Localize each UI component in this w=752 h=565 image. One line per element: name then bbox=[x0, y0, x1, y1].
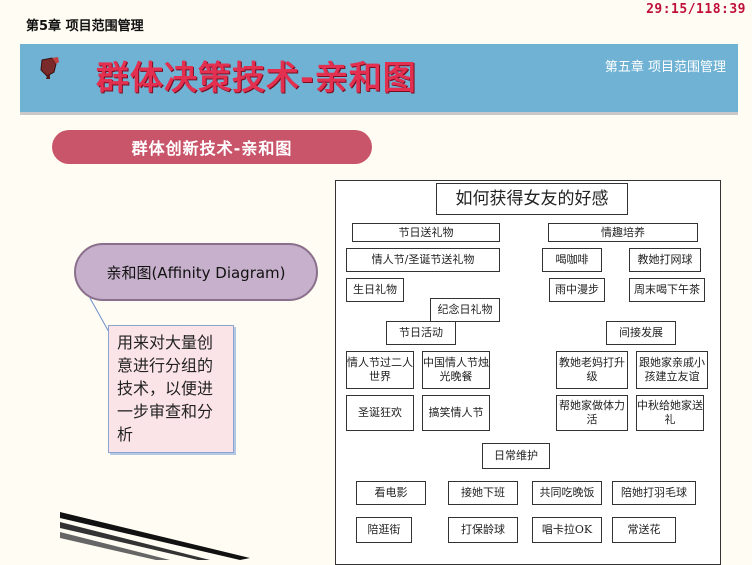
definition-box: 用来对大量创意进行分组的技术，以便进一步审查和分析 bbox=[108, 325, 234, 453]
node-anniversary-gift: 纪念日礼物 bbox=[430, 298, 500, 322]
node-holiday-activities: 节日活动 bbox=[386, 321, 456, 345]
node-mom-upgrade: 教她老妈打升级 bbox=[556, 351, 628, 389]
section-heading: 群体创新技术-亲和图 bbox=[52, 130, 372, 164]
node-flowers: 常送花 bbox=[612, 517, 676, 543]
video-timer: 29:15/118:39 bbox=[646, 2, 746, 17]
node-teach-games: 教她打网球 bbox=[629, 248, 701, 272]
node-birthday-gift: 生日礼物 bbox=[346, 278, 404, 302]
node-karaoke: 唱卡拉OK bbox=[532, 517, 602, 543]
diagram-title: 如何获得女友的好感 bbox=[436, 183, 628, 215]
node-shopping: 陪逛街 bbox=[356, 517, 412, 543]
node-coffee: 喝咖啡 bbox=[542, 248, 602, 272]
slide-title: 群体决策技术-亲和图 bbox=[96, 58, 417, 97]
node-mid-autumn: 中秋给她家送礼 bbox=[636, 395, 704, 431]
decorative-stripes bbox=[60, 512, 250, 560]
node-bowling: 打保龄球 bbox=[448, 517, 518, 543]
node-help-family: 帮她家做体力活 bbox=[556, 395, 628, 431]
node-fools-valentine: 搞笑情人节 bbox=[422, 395, 490, 431]
node-weekend-tea: 周末喝下午茶 bbox=[629, 278, 705, 302]
node-hobby: 情趣培养 bbox=[548, 223, 698, 242]
title-banner bbox=[20, 44, 738, 115]
chapter-label: 第5章 项目范围管理 bbox=[26, 19, 144, 34]
callout-connector bbox=[89, 298, 111, 334]
node-daily: 日常维护 bbox=[482, 443, 550, 469]
node-family-kids: 跟她家亲戚小孩建立友谊 bbox=[636, 351, 708, 389]
node-rain-walk: 雨中漫步 bbox=[549, 278, 605, 302]
node-dinner: 共同吃晚饭 bbox=[532, 481, 602, 505]
node-chinese-valentine: 中国情人节烛光晚餐 bbox=[422, 351, 490, 389]
node-valentine-gifts: 情人节/圣诞节送礼物 bbox=[346, 248, 500, 272]
hand-pointer-icon bbox=[40, 57, 59, 79]
node-christmas: 圣诞狂欢 bbox=[346, 395, 414, 431]
node-pickup: 接她下班 bbox=[448, 481, 518, 505]
node-holiday-gifts: 节日送礼物 bbox=[352, 223, 500, 242]
banner-subtitle: 第五章 项目范围管理 bbox=[604, 60, 726, 75]
node-valentine-two: 情人节过二人世界 bbox=[346, 351, 414, 389]
node-indirect: 间接发展 bbox=[606, 321, 676, 345]
term-label: 亲和图(Affinity Diagram) bbox=[74, 243, 318, 301]
affinity-diagram: 如何获得女友的好感 节日送礼物 情趣培养 情人节/圣诞节送礼物 喝咖啡 教她打网… bbox=[335, 180, 721, 565]
node-movie: 看电影 bbox=[356, 481, 426, 505]
node-badminton: 陪她打羽毛球 bbox=[612, 481, 696, 505]
